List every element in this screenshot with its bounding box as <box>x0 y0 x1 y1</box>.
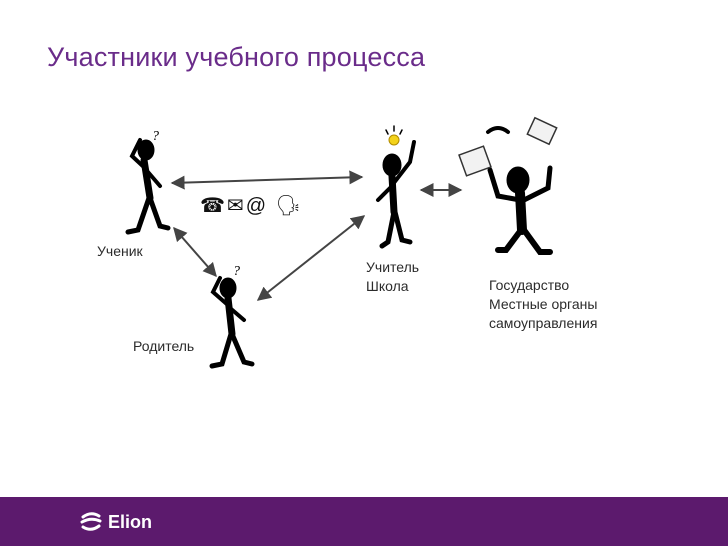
slide-title: Участники учебного процесса <box>47 42 426 72</box>
student-label: Ученик <box>97 243 143 259</box>
at-sign-icon: @ <box>245 195 268 217</box>
arrow-parent-teacher <box>256 215 366 301</box>
elion-logo: Elion <box>80 506 152 538</box>
papers-icon <box>526 116 558 146</box>
student-figure: ? <box>125 129 171 235</box>
telephone-icon: ☎ <box>200 195 227 217</box>
question-mark-icon: ? <box>233 264 240 279</box>
footer-bar: Elion <box>0 497 728 546</box>
state-label-line: Государство <box>489 277 570 293</box>
self-government-line: самоуправления <box>489 315 598 331</box>
speaking-head-icon: 🗣 <box>275 195 303 217</box>
state-label: Государство Местные органы самоуправлени… <box>489 276 597 333</box>
elion-logo-icon <box>80 512 102 531</box>
envelope-icon: ✉ <box>226 195 246 217</box>
parent-figure: ? <box>209 264 255 369</box>
documents-icon <box>458 145 492 177</box>
lightbulb-icon <box>388 134 400 146</box>
teacher-figure <box>376 125 416 249</box>
parent-label: Родитель <box>133 338 195 354</box>
school-label-line: Школа <box>366 278 409 294</box>
teacher-label-line: Учитель <box>366 259 420 275</box>
question-mark-icon: ? <box>152 129 159 144</box>
communication-icons: ☎✉@ 🗣 <box>200 193 303 218</box>
state-figure <box>458 116 558 255</box>
arrow-student-parent <box>173 226 217 278</box>
arrow-student-teacher <box>170 170 364 190</box>
phone-handset-icon <box>486 126 510 134</box>
teacher-label: Учитель Школа <box>366 258 419 296</box>
logo-text: Elion <box>108 511 152 532</box>
local-authorities-line: Местные органы <box>489 296 598 312</box>
